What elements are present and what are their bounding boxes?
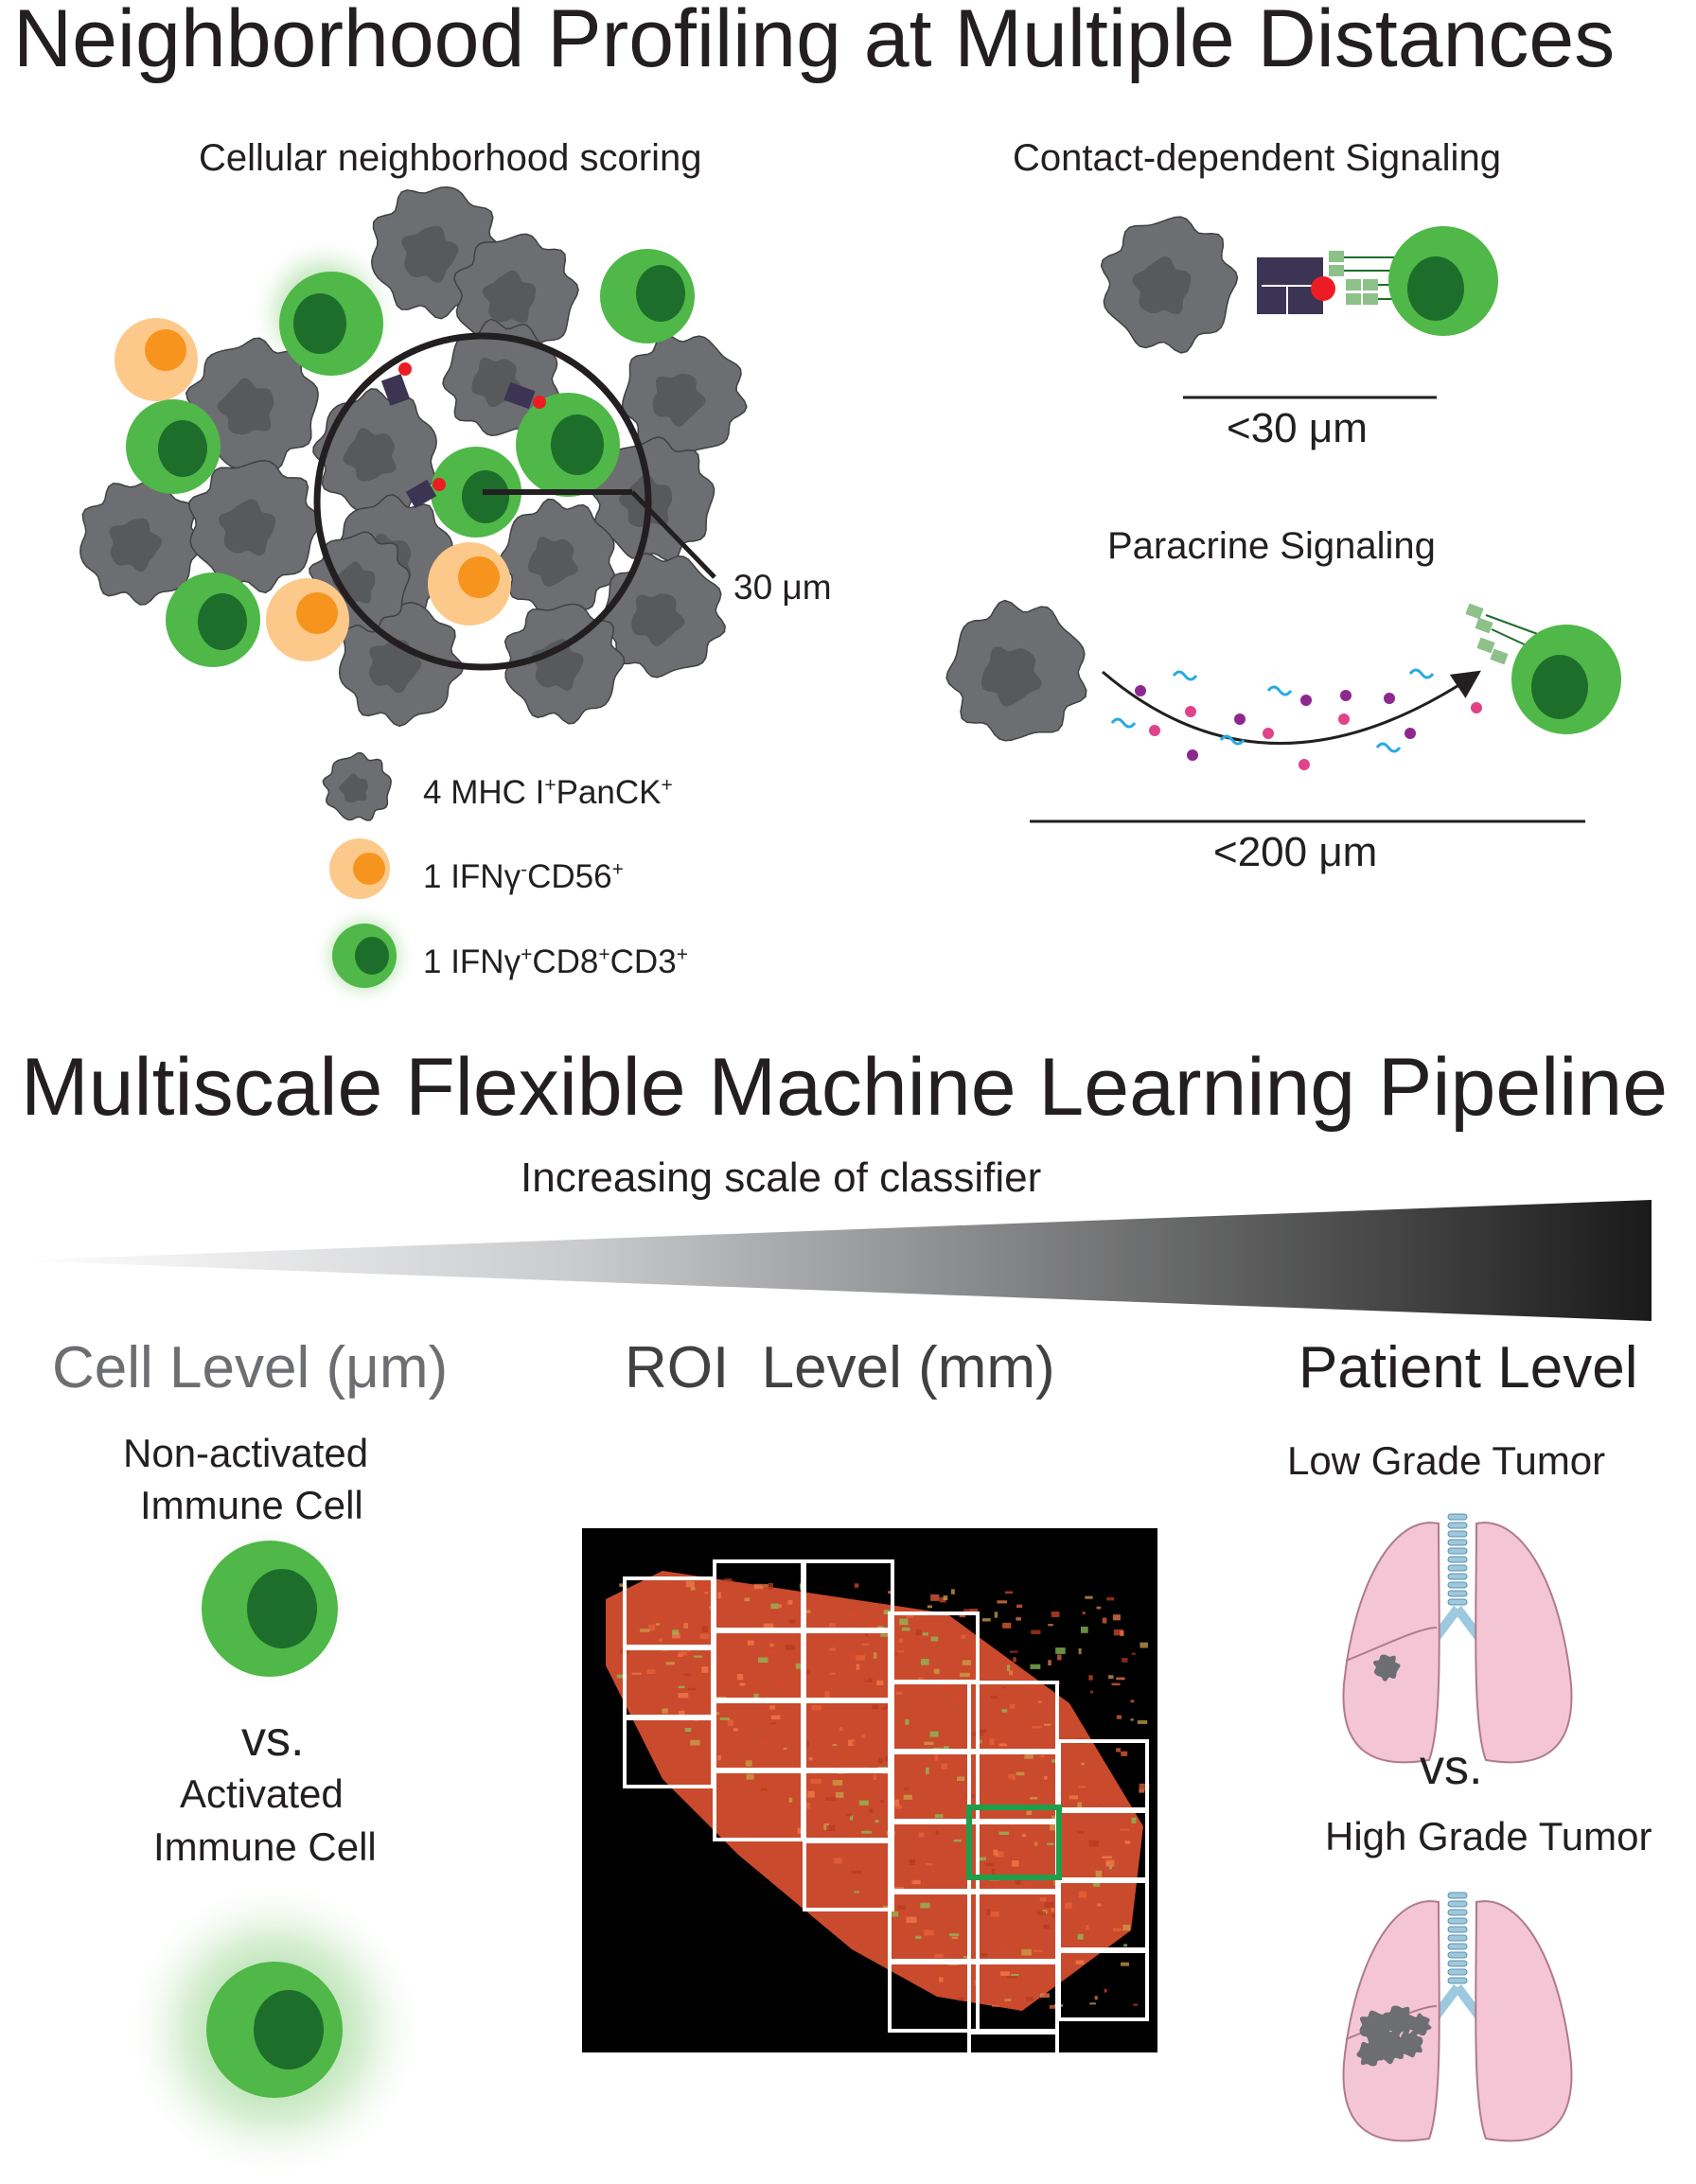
- immune-cell: [431, 447, 521, 537]
- receptor-complex: [380, 362, 546, 509]
- immune-cell: [600, 249, 695, 343]
- legend-entry-immune: 1 IFNγ+CD8+CD3+: [423, 943, 688, 980]
- non-activated-immune-cell-graphic: [185, 1524, 355, 1694]
- immune-cell: [516, 393, 620, 497]
- legend-icons: [312, 751, 416, 1008]
- nk-cell: [428, 542, 511, 625]
- paracrine-signaling-diagram: [945, 599, 1621, 823]
- low-grade-lung-graphic: [1342, 1513, 1573, 1764]
- radius-leader: [630, 490, 716, 579]
- patient-bottom-label: High Grade Tumor: [1325, 1814, 1652, 1858]
- neighborhood-title: Cellular neighborhood scoring: [199, 137, 702, 179]
- immune-cell: [279, 272, 383, 376]
- tumor-cell: [499, 498, 616, 616]
- activated-immune-cell-graphic: [123, 1878, 426, 2181]
- section1-title: Neighborhood Profiling at Multiple Dista…: [13, 0, 1616, 84]
- contact-title: Contact-dependent Signaling: [1013, 137, 1501, 179]
- cell-level-bottom-line1: Activated: [180, 1771, 344, 1816]
- immune-cell: [166, 572, 260, 667]
- roi-highlight-tile[interactable]: [966, 1805, 1062, 1880]
- legend-immune-icon: [332, 924, 397, 988]
- tumor-cell: [188, 459, 322, 594]
- paracrine-distance: <200 μm: [1213, 829, 1378, 875]
- patient-top-label: Low Grade Tumor: [1287, 1438, 1606, 1483]
- section2-title: Multiscale Flexible Machine Learning Pip…: [21, 1042, 1669, 1133]
- tumor-cell: [621, 333, 748, 460]
- paracrine-title: Paracrine Signaling: [1107, 525, 1436, 567]
- immune-cell: [126, 399, 221, 494]
- cell-level-top-line2: Immune Cell: [140, 1483, 363, 1527]
- legend-entry-nk: 1 IFNγ-CD56+: [423, 858, 624, 895]
- roi-level-heading: ROI Level (mm): [625, 1335, 1055, 1400]
- roi-tissue-image[interactable]: [582, 1528, 1157, 2103]
- nk-cell: [115, 318, 198, 401]
- high-grade-lung-graphic: [1342, 1892, 1573, 2142]
- tumor-cell: [945, 599, 1087, 742]
- legend-nk-icon: [329, 838, 390, 899]
- tumor-cell: [322, 751, 392, 821]
- radius-label: 30 μm: [733, 568, 832, 607]
- neighborhood-radius-circle: [313, 332, 652, 671]
- tumor-cell: [600, 552, 726, 678]
- cell-level-vs: vs.: [241, 1712, 305, 1767]
- tumor-cell: [338, 602, 465, 728]
- neighborhood-cluster: [80, 185, 748, 728]
- patient-level-heading: Patient Level: [1298, 1335, 1638, 1400]
- tumor-cell: [1100, 216, 1239, 354]
- scale-wedge: [13, 1200, 1652, 1321]
- cell-level-top-line1: Non-activated: [123, 1431, 369, 1475]
- cell-level-heading: Cell Level (μm): [52, 1335, 449, 1400]
- scale-label: Increasing scale of classifier: [521, 1154, 1042, 1201]
- contact-distance: <30 μm: [1227, 405, 1368, 451]
- patient-vs: vs.: [1420, 1740, 1483, 1795]
- nk-cell: [266, 578, 349, 661]
- legend-entry-tumor: 4 MHC I+PanCK+: [423, 774, 673, 811]
- contact-signaling-diagram: [1100, 216, 1498, 399]
- cell-level-bottom-line2: Immune Cell: [153, 1824, 377, 1869]
